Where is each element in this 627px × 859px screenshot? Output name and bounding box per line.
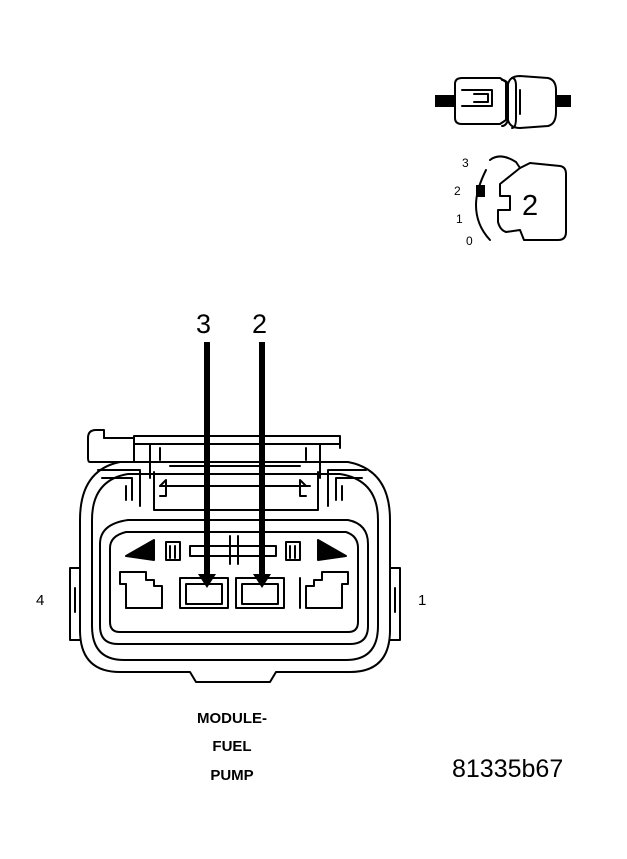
arrow-3: [198, 342, 216, 588]
connector-side-view-icon: [435, 75, 571, 129]
key-cavity-label: 2: [522, 190, 539, 222]
key-scale-2: 2: [454, 184, 461, 198]
arrow-label-3: 3: [196, 309, 212, 339]
key-scale-0: 0: [466, 234, 473, 248]
arrow-2: [253, 342, 271, 588]
key-scale-1: 1: [456, 212, 463, 226]
key-scale-3: 3: [462, 156, 469, 170]
pin-label-left: 4: [36, 592, 45, 609]
caption-line-1: MODULE-: [197, 710, 267, 727]
arrow-label-2: 2: [252, 309, 268, 339]
figure-id: 81335b67: [452, 755, 564, 783]
key-marker-icon: [475, 155, 567, 241]
caption-line-2: FUEL: [212, 738, 252, 755]
pin-label-right: 1: [418, 592, 427, 609]
caption-line-3: PUMP: [210, 767, 254, 784]
connector-face-icon: [69, 429, 401, 683]
